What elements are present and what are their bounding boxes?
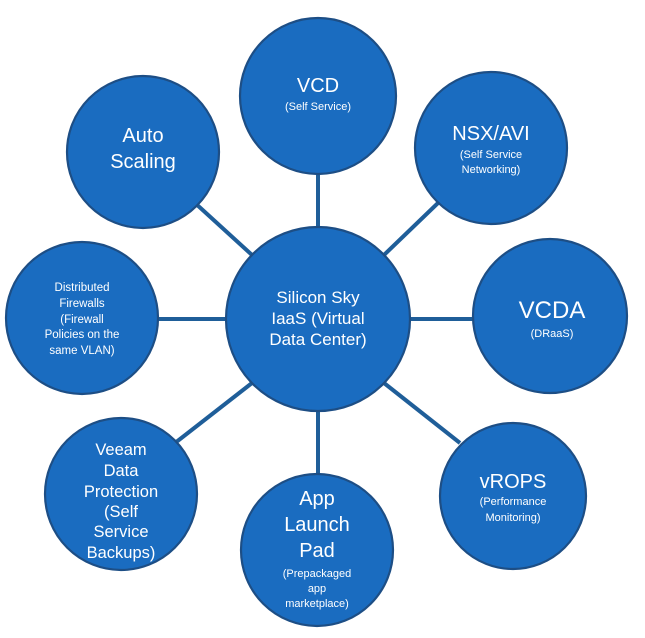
- node-app-subtitle-1: (Prepackaged: [283, 568, 352, 580]
- connector-veeam: [173, 381, 254, 445]
- node-auto-scaling: Auto Scaling: [65, 74, 221, 230]
- node-veeam: Veeam Data Protection (Self Service Back…: [43, 416, 199, 572]
- node-app-title-3: Pad: [299, 540, 335, 562]
- node-firewalls-line-5: same VLAN): [49, 345, 114, 357]
- connector-nsx: [382, 201, 440, 257]
- node-vcd-title: VCD: [297, 75, 339, 97]
- node-veeam-line-3: Protection: [84, 483, 158, 501]
- center-circle: [224, 225, 412, 413]
- node-nsx-subtitle-1: (Self Service: [460, 149, 522, 161]
- node-veeam-line-6: Backups): [87, 544, 156, 562]
- node-firewalls-circle: [4, 240, 160, 396]
- node-veeam-circle: [43, 416, 199, 572]
- node-app-subtitle-3: marketplace): [285, 598, 349, 610]
- center-line-2: IaaS (Virtual: [271, 309, 364, 328]
- node-nsx-avi: NSX/AVI (Self Service Networking): [413, 70, 569, 226]
- node-vcd-circle: [238, 16, 398, 176]
- node-autoscaling-circle: [65, 74, 221, 230]
- center-node: Silicon Sky IaaS (Virtual Data Center): [224, 225, 412, 413]
- node-veeam-line-2: Data: [104, 462, 140, 480]
- node-firewalls-line-4: Policies on the: [45, 329, 120, 341]
- center-line-3: Data Center): [269, 330, 366, 349]
- node-vrops-circle: [438, 421, 588, 571]
- node-autoscaling-line-1: Auto: [122, 125, 163, 147]
- node-vrops: vROPS (Performance Monitoring): [438, 421, 588, 571]
- node-firewalls-line-3: (Firewall: [60, 314, 103, 326]
- node-veeam-line-4: (Self: [104, 503, 138, 521]
- node-veeam-line-5: Service: [93, 523, 148, 541]
- node-autoscaling-line-2: Scaling: [110, 151, 176, 173]
- node-veeam-line-1: Veeam: [95, 441, 146, 459]
- node-vcda-circle: [471, 237, 629, 395]
- connectors: [158, 175, 475, 475]
- node-vrops-title: vROPS: [480, 471, 547, 493]
- node-nsx-title: NSX/AVI: [452, 123, 529, 145]
- node-vrops-subtitle-1: (Performance: [480, 496, 547, 508]
- connector-autoscaling: [193, 201, 254, 257]
- center-line-1: Silicon Sky: [276, 288, 360, 307]
- node-nsx-circle: [413, 70, 569, 226]
- node-vcd: VCD (Self Service): [238, 16, 398, 176]
- node-app-subtitle-2: app: [308, 583, 326, 595]
- node-vcda-subtitle: (DRaaS): [531, 328, 574, 340]
- node-app-title-1: App: [299, 488, 335, 510]
- node-vcd-subtitle: (Self Service): [285, 101, 351, 113]
- node-distributed-firewalls: Distributed Firewalls (Firewall Policies…: [4, 240, 160, 396]
- node-app-circle: [239, 472, 395, 628]
- node-vcda-title: VCDA: [519, 297, 586, 324]
- node-app-title-2: Launch: [284, 514, 350, 536]
- node-firewalls-line-1: Distributed: [55, 282, 110, 294]
- node-vrops-subtitle-2: Monitoring): [485, 512, 540, 524]
- node-nsx-subtitle-2: Networking): [462, 164, 521, 176]
- node-vcda: VCDA (DRaaS): [471, 237, 629, 395]
- node-firewalls-line-2: Firewalls: [59, 298, 105, 310]
- node-app-launch-pad: App Launch Pad (Prepackaged app marketpl…: [239, 472, 395, 628]
- connector-vrops: [382, 381, 462, 445]
